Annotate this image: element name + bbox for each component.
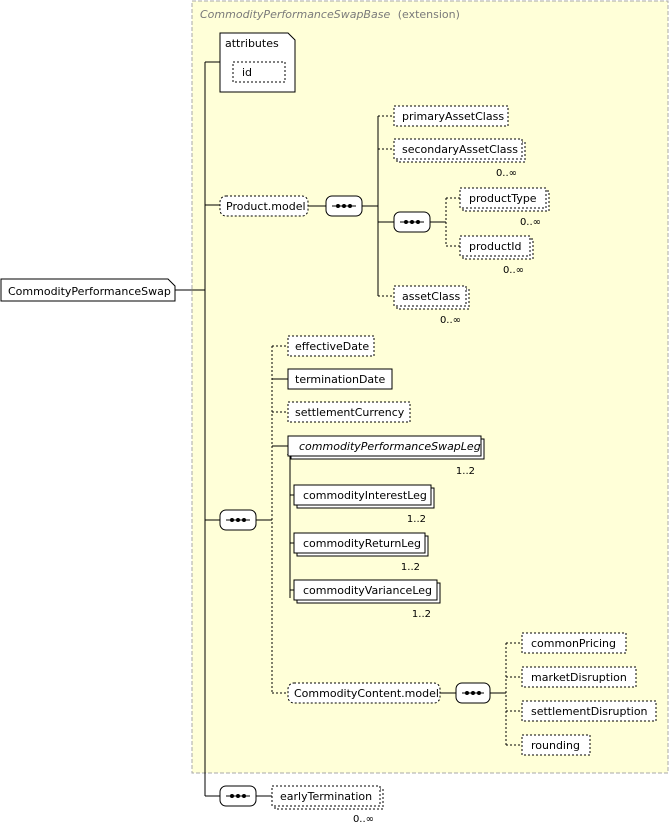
product-type-card: 0..∞: [520, 217, 541, 228]
interest-leg-card: 1..2: [407, 514, 426, 525]
product-model-group[interactable]: Product.model: [219, 195, 309, 217]
element-primary-asset-class[interactable]: primaryAssetClass: [393, 105, 509, 127]
svg-text:commonPricing: commonPricing: [531, 637, 616, 650]
element-effective-date[interactable]: effectiveDate: [287, 335, 375, 357]
svg-text:commodityPerformanceSwapLeg: commodityPerformanceSwapLeg: [299, 440, 481, 453]
choice-compositor-icon: [393, 211, 431, 233]
element-commodity-performance-swap-leg[interactable]: commodityPerformanceSwapLeg: [287, 435, 485, 460]
secondary-asset-class-card: 0..∞: [496, 168, 517, 179]
return-leg-card: 1..2: [401, 562, 420, 573]
commodity-content-model-group[interactable]: CommodityContent.model: [287, 682, 441, 704]
svg-text:settlementDisruption: settlementDisruption: [531, 705, 648, 718]
svg-text:commodityInterestLeg: commodityInterestLeg: [303, 489, 427, 502]
element-commodity-variance-leg[interactable]: commodityVarianceLeg: [293, 579, 441, 604]
root-element[interactable]: CommodityPerformanceSwap: [0, 278, 176, 302]
attributes-group: attributes id: [219, 32, 296, 93]
element-market-disruption[interactable]: marketDisruption: [521, 666, 637, 688]
early-termination-compositor-icon: [219, 785, 257, 807]
element-commodity-interest-leg[interactable]: commodityInterestLeg: [293, 484, 435, 509]
element-settlement-disruption[interactable]: settlementDisruption: [521, 700, 657, 722]
element-termination-date[interactable]: terminationDate: [287, 368, 393, 390]
svg-text:id: id: [242, 66, 252, 79]
asset-class-card: 0..∞: [440, 315, 461, 326]
svg-text:Product.model: Product.model: [226, 200, 306, 213]
svg-text:terminationDate: terminationDate: [295, 373, 385, 386]
svg-text:productId: productId: [469, 240, 522, 253]
svg-text:marketDisruption: marketDisruption: [531, 671, 627, 684]
swap-leg-card: 1..2: [456, 466, 475, 477]
element-commodity-return-leg[interactable]: commodityReturnLeg: [293, 532, 429, 557]
main-sequence-compositor-icon: [219, 509, 257, 531]
svg-text:effectiveDate: effectiveDate: [295, 340, 369, 353]
sequence-compositor-icon: [325, 195, 363, 217]
element-early-termination[interactable]: earlyTermination: [271, 785, 384, 810]
connectors: [175, 61, 506, 797]
element-product-id[interactable]: productId: [459, 235, 534, 260]
svg-text:CommodityPerformanceSwap: CommodityPerformanceSwap: [8, 285, 171, 298]
svg-text:rounding: rounding: [531, 739, 580, 752]
svg-text:primaryAssetClass: primaryAssetClass: [402, 110, 504, 123]
variance-leg-card: 1..2: [412, 609, 431, 620]
element-product-type[interactable]: productType: [459, 187, 550, 212]
element-common-pricing[interactable]: commonPricing: [521, 632, 627, 654]
element-secondary-asset-class[interactable]: secondaryAssetClass: [393, 138, 526, 163]
svg-text:earlyTermination: earlyTermination: [280, 790, 372, 803]
optional-connectors: [271, 115, 522, 746]
svg-text:CommodityContent.model: CommodityContent.model: [294, 687, 439, 700]
extension-title: CommodityPerformanceSwapBase (extension): [200, 8, 460, 21]
svg-text:productType: productType: [469, 192, 537, 205]
element-settlement-currency[interactable]: settlementCurrency: [287, 401, 411, 423]
element-rounding[interactable]: rounding: [521, 734, 591, 756]
element-asset-class[interactable]: assetClass: [393, 285, 470, 310]
svg-text:commodityVarianceLeg: commodityVarianceLeg: [303, 584, 432, 597]
attribute-id[interactable]: [232, 61, 286, 83]
svg-text:attributes: attributes: [225, 37, 279, 50]
svg-text:secondaryAssetClass: secondaryAssetClass: [402, 143, 518, 156]
content-sequence-compositor-icon: [455, 682, 491, 704]
svg-text:settlementCurrency: settlementCurrency: [295, 406, 405, 419]
svg-text:assetClass: assetClass: [402, 290, 460, 303]
svg-text:commodityReturnLeg: commodityReturnLeg: [303, 537, 421, 550]
product-id-card: 0..∞: [503, 265, 524, 276]
early-termination-card: 0..∞: [353, 814, 374, 825]
